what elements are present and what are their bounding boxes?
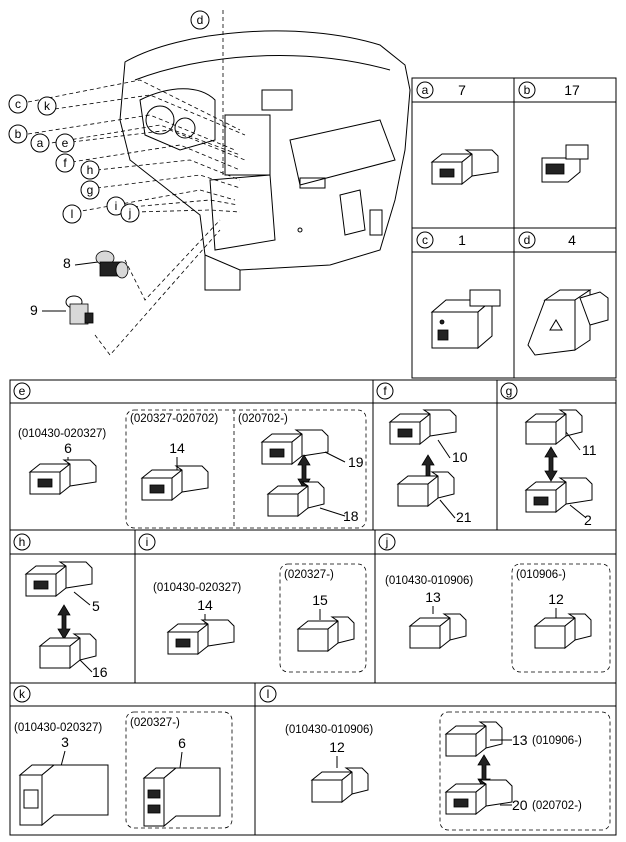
svg-text:13: 13 — [512, 732, 528, 748]
svg-text:i: i — [146, 535, 149, 549]
svg-text:h: h — [87, 163, 94, 177]
svg-text:k: k — [19, 687, 26, 701]
svg-text:3: 3 — [61, 734, 69, 750]
svg-text:c: c — [422, 233, 428, 247]
svg-text:14: 14 — [197, 597, 213, 613]
svg-text:(020327-020702): (020327-020702) — [130, 413, 218, 425]
svg-text:12: 12 — [548, 591, 564, 607]
svg-text:j: j — [128, 206, 132, 220]
section-k: k (010430-020327) 3 (020327-) 6 — [13, 685, 233, 829]
svg-text:18: 18 — [343, 508, 359, 524]
svg-text:13: 13 — [425, 589, 441, 605]
section-g: g 11 2 — [500, 382, 597, 528]
svg-text:j: j — [385, 535, 389, 549]
section-l: l (010430-010906) 12 13 (010906-) 20 (02… — [259, 685, 611, 831]
sections-grid — [9, 379, 617, 836]
svg-text:(020327-): (020327-) — [284, 569, 334, 581]
svg-text:11: 11 — [582, 442, 597, 458]
svg-text:5: 5 — [92, 598, 100, 614]
svg-text:(020702-): (020702-) — [532, 800, 582, 812]
svg-text:(010430-010906): (010430-010906) — [285, 724, 373, 736]
callout-d: d — [190, 10, 210, 30]
svg-text:(010430-020327): (010430-020327) — [18, 428, 106, 440]
svg-text:21: 21 — [456, 509, 472, 525]
svg-text:1: 1 — [458, 232, 466, 248]
callout-e: e — [55, 133, 75, 153]
callout-g: g — [80, 180, 100, 200]
part-9: 9 — [30, 295, 94, 325]
svg-text:7: 7 — [458, 82, 466, 98]
svg-text:(010430-020327): (010430-020327) — [14, 722, 102, 734]
svg-text:b: b — [524, 83, 531, 97]
svg-text:15: 15 — [312, 592, 328, 608]
callout-a: a — [30, 133, 50, 153]
svg-text:l: l — [267, 687, 270, 701]
svg-text:20: 20 — [512, 797, 528, 813]
section-h: h 5 16 — [13, 533, 108, 680]
svg-text:6: 6 — [64, 440, 72, 456]
box-d: d 4 — [518, 231, 609, 356]
svg-text:h: h — [19, 535, 26, 549]
svg-text:8: 8 — [63, 255, 71, 271]
svg-text:f: f — [63, 156, 67, 170]
svg-text:d: d — [524, 233, 531, 247]
svg-text:e: e — [62, 136, 69, 150]
section-e: e (010430-020327) 6 (020327-020702) 14 (… — [13, 382, 367, 529]
svg-text:l: l — [71, 207, 74, 221]
svg-text:g: g — [87, 183, 94, 197]
svg-text:2: 2 — [584, 512, 592, 528]
svg-text:19: 19 — [348, 454, 364, 470]
top-boxes-grid — [411, 77, 617, 379]
svg-text:6: 6 — [178, 735, 186, 751]
svg-text:e: e — [19, 384, 26, 398]
svg-text:4: 4 — [568, 232, 576, 248]
svg-text:(020327-): (020327-) — [130, 717, 180, 729]
callout-j: j — [120, 203, 140, 223]
box-a: a 7 — [416, 81, 499, 185]
svg-text:d: d — [197, 13, 204, 27]
svg-text:(010906-): (010906-) — [532, 735, 582, 747]
callout-c: c — [8, 94, 28, 114]
callout-b: b — [8, 124, 28, 144]
svg-text:16: 16 — [92, 664, 108, 680]
svg-text:b: b — [15, 127, 22, 141]
section-i: i (010430-020327) 14 (020327-) 15 — [138, 533, 367, 673]
leader-lines — [27, 10, 246, 356]
svg-text:i: i — [115, 199, 118, 213]
callout-k: k — [37, 96, 57, 116]
svg-text:(020702-): (020702-) — [238, 413, 288, 425]
svg-text:(010430-020327): (010430-020327) — [153, 582, 241, 594]
section-j: j (010430-010906) 13 (010906-) 12 — [378, 533, 611, 673]
svg-text:(010430-010906): (010430-010906) — [385, 575, 473, 587]
box-c: c 1 — [416, 231, 501, 350]
svg-text:9: 9 — [30, 302, 38, 318]
part-8: 8 — [63, 250, 129, 279]
svg-text:12: 12 — [329, 739, 345, 755]
svg-text:10: 10 — [452, 449, 468, 465]
svg-text:c: c — [15, 97, 21, 111]
svg-text:k: k — [44, 99, 51, 113]
dashboard-overview — [119, 30, 411, 291]
svg-text:a: a — [37, 136, 44, 150]
callout-l: l — [62, 204, 82, 224]
svg-text:g: g — [506, 384, 513, 398]
section-f: f 10 21 — [376, 382, 472, 525]
svg-text:17: 17 — [564, 82, 580, 98]
svg-text:f: f — [383, 384, 387, 398]
callout-f: f — [55, 153, 75, 173]
box-b: b 17 — [518, 81, 589, 183]
callout-h: h — [80, 160, 100, 180]
callout-i: i — [106, 196, 126, 216]
svg-text:(010906-): (010906-) — [516, 569, 566, 581]
svg-text:a: a — [422, 83, 429, 97]
svg-text:14: 14 — [169, 440, 185, 456]
